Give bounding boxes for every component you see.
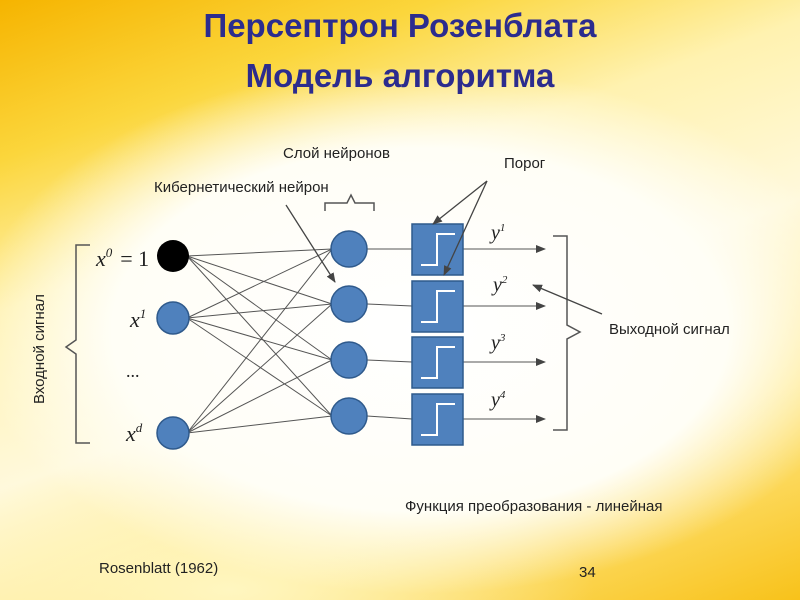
output-bracket	[553, 235, 582, 431]
connection-line	[186, 255, 333, 361]
connection-line	[186, 248, 333, 257]
input-signal-label: Входной сигнал	[31, 294, 48, 404]
neuron-node-3	[330, 341, 368, 379]
connection-line	[186, 317, 333, 417]
cyber-neuron-arrow	[285, 204, 336, 283]
input-label-1: x1	[129, 306, 146, 332]
connection-line	[186, 303, 333, 319]
output-lines	[463, 245, 546, 423]
input-label-0: x0= 1	[95, 245, 149, 271]
output-label-4: y4	[489, 389, 506, 411]
connection-line	[186, 255, 333, 417]
threshold-label: Порог	[504, 155, 546, 172]
citation: Rosenblatt (1962)	[99, 560, 218, 577]
layer-brace	[324, 193, 375, 211]
threshold-arrow-2	[443, 180, 488, 276]
connection-line	[186, 248, 333, 319]
threshold-box-4	[411, 393, 464, 446]
connection-line	[186, 317, 333, 361]
output-signal-label: Выходной сигнал	[609, 321, 730, 338]
neuron-layer-label: Слой нейронов	[283, 145, 390, 162]
input-ellipsis: ...	[126, 361, 140, 381]
slide-title-line1: Персептрон Розенблата	[203, 7, 597, 44]
neuron-to-threshold-line	[366, 303, 413, 307]
connection-line	[186, 415, 333, 434]
neuron-node-1	[330, 230, 368, 268]
input-node-d	[156, 416, 190, 450]
neuron-to-threshold-line	[366, 359, 413, 363]
output-signal-arrow	[532, 284, 603, 315]
input-label-d: xd	[125, 420, 143, 446]
connection-line	[186, 303, 333, 434]
output-label-2: y2	[491, 274, 508, 296]
output-label-3: y3	[489, 332, 506, 354]
page-number: 34	[579, 564, 596, 581]
connection-line	[186, 255, 333, 305]
transfer-function-label: Функция преобразования - линейная	[405, 498, 662, 515]
threshold-box-3	[411, 336, 464, 389]
input-node-1	[156, 301, 190, 335]
bias-node	[157, 240, 189, 272]
threshold-arrow-1	[432, 180, 488, 225]
output-label-1: y1	[489, 222, 505, 244]
neuron-node-4	[330, 397, 368, 435]
neuron-node-2	[330, 285, 368, 323]
connection-line	[186, 359, 333, 434]
connection-line	[186, 248, 333, 434]
slide-title-line2: Модель алгоритма	[245, 57, 555, 94]
connection-lines	[186, 248, 413, 434]
cyber-neuron-label: Кибернетический нейрон	[154, 179, 329, 196]
input-brace	[64, 244, 90, 444]
neuron-to-threshold-line	[366, 415, 413, 420]
threshold-box-2	[411, 280, 464, 333]
